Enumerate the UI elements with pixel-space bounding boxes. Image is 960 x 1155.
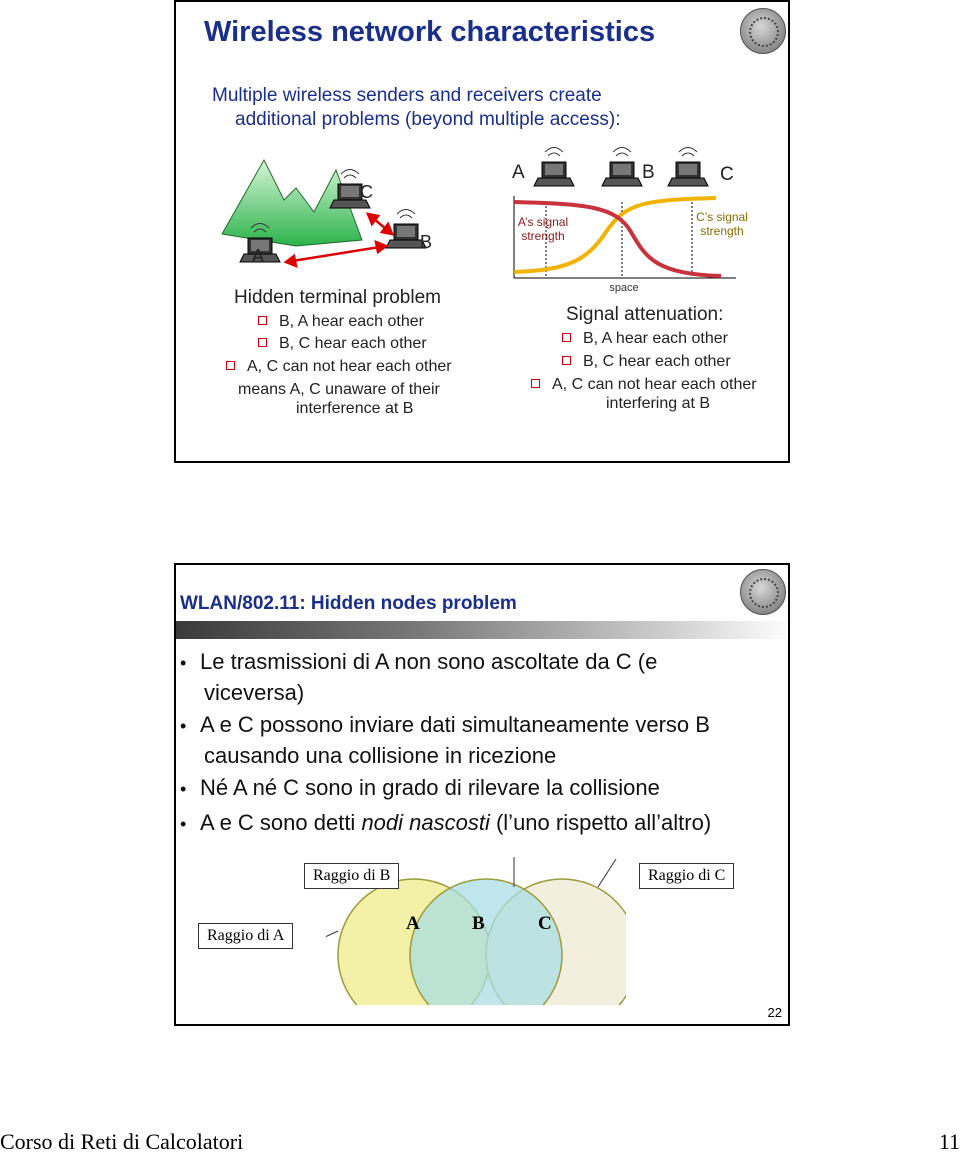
hidden-terminal-bullet: B, A hear each other <box>258 313 424 331</box>
laptop-c-icon <box>667 147 709 187</box>
signal-attenuation-heading: Signal attenuation: <box>566 304 724 325</box>
laptop-a-icon <box>533 147 575 187</box>
node-a-label: A <box>252 246 265 266</box>
intro-line-2: additional problems (beyond multiple acc… <box>235 109 621 130</box>
raggio-a-pointer <box>326 930 339 938</box>
laptop-c-icon <box>329 169 371 209</box>
x-axis-label: space <box>609 282 639 294</box>
bullet-icon <box>562 333 571 342</box>
laptop-b-icon <box>601 147 643 187</box>
raggio-c-pointer <box>597 858 617 888</box>
bullet-icon <box>258 316 267 325</box>
intro-text: Multiple wireless senders and receivers … <box>212 84 672 132</box>
intro-line-1: Multiple wireless senders and receivers … <box>212 85 602 106</box>
node-b-label: B <box>420 232 433 252</box>
node-c-label: C <box>720 164 734 185</box>
bullet-icon: • <box>180 814 187 834</box>
signal-attenuation-bullet: B, C hear each other <box>562 353 731 371</box>
signal-attenuation-note: interfering at B <box>606 395 711 412</box>
bullet-icon <box>562 356 571 365</box>
coverage-circles-diagram <box>326 857 626 1005</box>
raggio-c-label: Raggio di C <box>639 863 735 889</box>
slide-page-number: 22 <box>767 1005 782 1020</box>
a-signal-curve <box>513 196 717 274</box>
slide-title: WLAN/802.11: Hidden nodes problem <box>180 593 517 614</box>
university-seal-logo <box>740 8 786 54</box>
bullet-icon: • <box>180 779 187 799</box>
bullet-icon <box>531 379 540 388</box>
university-seal-logo <box>740 569 786 615</box>
content-bullet: •Le trasmissioni di A non sono ascoltate… <box>180 649 658 705</box>
slide-wireless-characteristics: Wireless network characteristics Multipl… <box>174 0 790 463</box>
hidden-terminal-diagram <box>221 158 427 269</box>
raggio-b-label: Raggio di B <box>304 863 400 889</box>
content-bullet: •A e C sono detti nodi nascosti (l’uno r… <box>180 808 780 839</box>
node-a-label: A <box>512 162 525 183</box>
slide-hidden-nodes: WLAN/802.11: Hidden nodes problem •Le tr… <box>174 563 790 1026</box>
hidden-terminal-note-line-1: means A, C unaware of their <box>238 381 440 398</box>
slide-title: Wireless network characteristics <box>204 16 656 48</box>
hidden-terminal-heading: Hidden terminal problem <box>234 287 441 308</box>
signal-attenuation-diagram <box>513 147 736 279</box>
title-underline-bar <box>176 621 788 639</box>
signal-attenuation-bullet: B, A hear each other <box>562 330 728 348</box>
node-b-label: B <box>642 162 655 183</box>
circle-range-b <box>409 878 563 1005</box>
hidden-terminal-bullet: A, C can not hear each other <box>226 358 452 376</box>
signal-attenuation-bullet: A, C can not hear each other <box>531 376 757 394</box>
hidden-terminal-note-line-2: interference at B <box>296 400 414 417</box>
bullet-icon <box>226 361 235 370</box>
raggio-a-label: Raggio di A <box>198 923 294 949</box>
bullet-icon: • <box>180 653 187 673</box>
bullet-icon <box>258 338 267 347</box>
content-bullet: •A e C possono inviare dati simultaneame… <box>180 712 710 768</box>
hidden-terminal-bullet: B, C hear each other <box>258 335 427 353</box>
content-bullet: •Né A né C sono in grado di rilevare la … <box>180 773 780 804</box>
node-a-label: A <box>406 913 420 934</box>
footer-page-number: 11 <box>938 1129 960 1154</box>
node-b-label: B <box>472 913 485 934</box>
node-c-label: C <box>360 182 373 202</box>
node-c-label: C <box>538 913 552 934</box>
interference-arrows <box>283 212 395 269</box>
laptop-b-icon <box>385 209 427 249</box>
c-signal-curve <box>513 200 722 278</box>
footer-course-title: Corso di Reti di Calcolatori <box>0 1129 244 1154</box>
bullet-icon: • <box>180 716 187 736</box>
laptop-a-icon <box>239 223 281 263</box>
